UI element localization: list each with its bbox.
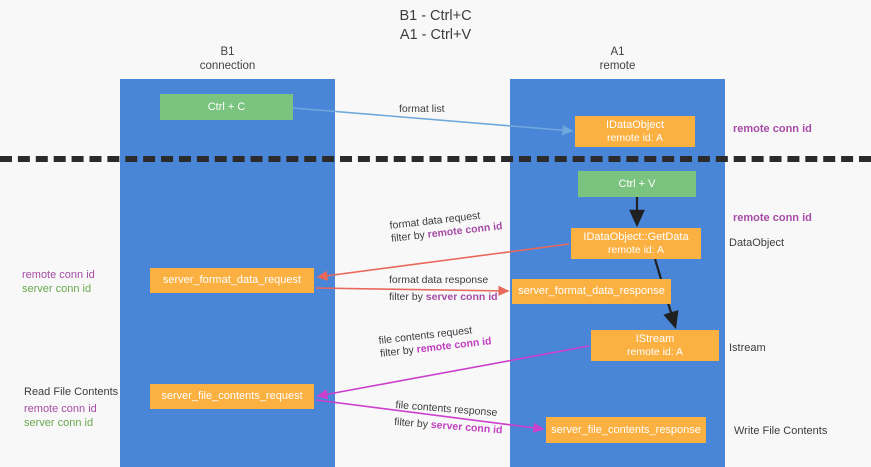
node-server-file-contents-request-label: server_file_contents_request	[161, 390, 303, 402]
annotation-write-file-contents: Write File Contents	[734, 425, 828, 437]
node-idataobject-getdata[interactable]: IDataObject::GetData remote id: A	[571, 228, 701, 259]
node-server-file-contents-request[interactable]: server_file_contents_request	[150, 384, 314, 409]
node-server-format-data-request[interactable]: server_format_data_request	[150, 268, 314, 293]
lane-header-b1-role: connection	[199, 59, 256, 72]
annotation-remote-conn-id-top: remote conn id	[733, 123, 812, 135]
annotation-left-remote-conn-id-2: remote conn id	[24, 403, 97, 415]
node-getdata-sub: remote id: A	[607, 243, 665, 256]
node-ctrl-v[interactable]: Ctrl + V	[578, 171, 696, 197]
filter-prefix: filter by	[389, 291, 426, 303]
node-idataobject[interactable]: IDataObject remote id: A	[575, 116, 695, 147]
edge-label-format-list-text: format list	[399, 103, 445, 115]
node-ctrl-c[interactable]: Ctrl + C	[160, 94, 293, 120]
node-idataobject-sub: remote id: A	[606, 131, 664, 144]
edge-label-format-data-response-text: format data response	[389, 274, 489, 286]
annotation-left-conn-ids-bottom: remote conn id server conn id	[24, 402, 97, 430]
annotation-left-server-conn-id-2: server conn id	[24, 417, 94, 429]
edge-label-format-data-response: format data response filter by server co…	[389, 274, 498, 304]
node-idataobject-label: IDataObject	[605, 118, 665, 131]
phase-divider	[0, 156, 871, 162]
annotation-istream: Istream	[729, 342, 766, 354]
annotation-dataobject: DataObject	[729, 237, 785, 249]
edge-label-format-list: format list	[399, 103, 445, 116]
lane-header-a1-name: A1	[610, 46, 625, 58]
annotation-left-remote-conn-id-1: remote conn id	[22, 269, 95, 281]
node-server-file-contents-response-label: server_file_contents_response	[551, 423, 701, 436]
node-server-format-data-response[interactable]: server_format_data_response	[512, 279, 671, 304]
node-istream[interactable]: IStream remote id: A	[591, 330, 719, 361]
node-server-file-contents-response[interactable]: server_file_contents_response	[546, 417, 706, 443]
lane-header-a1: A1 remote	[510, 46, 725, 73]
lane-header-b1: B1 connection	[120, 46, 335, 73]
node-istream-label: IStream	[635, 332, 675, 345]
filter-prefix: filter by	[393, 415, 432, 431]
node-istream-sub: remote id: A	[626, 345, 684, 358]
lane-header-a1-role: remote	[599, 59, 636, 72]
annotation-left-conn-ids-top: remote conn id server conn id	[22, 268, 95, 296]
edge-label-format-data-response-filter: filter by server conn id	[389, 291, 498, 304]
node-server-format-data-request-label: server_format_data_request	[162, 274, 302, 286]
page-title: B1 - Ctrl+C A1 - Ctrl+V	[0, 7, 871, 45]
node-server-format-data-response-label: server_format_data_response	[518, 285, 665, 297]
lane-header-b1-name: B1	[220, 46, 235, 58]
title-line-1: B1 - Ctrl+C	[399, 8, 472, 24]
annotation-remote-conn-id-mid: remote conn id	[733, 212, 812, 224]
node-ctrl-c-label: Ctrl + C	[207, 100, 246, 113]
filter-key-server-conn-id: server conn id	[425, 291, 498, 303]
annotation-read-file-contents: Read File Contents	[24, 386, 119, 398]
node-getdata-label: IDataObject::GetData	[583, 230, 689, 243]
title-line-2: A1 - Ctrl+V	[399, 27, 472, 43]
annotation-left-server-conn-id-1: server conn id	[22, 283, 92, 295]
node-ctrl-v-label: Ctrl + V	[618, 177, 656, 190]
